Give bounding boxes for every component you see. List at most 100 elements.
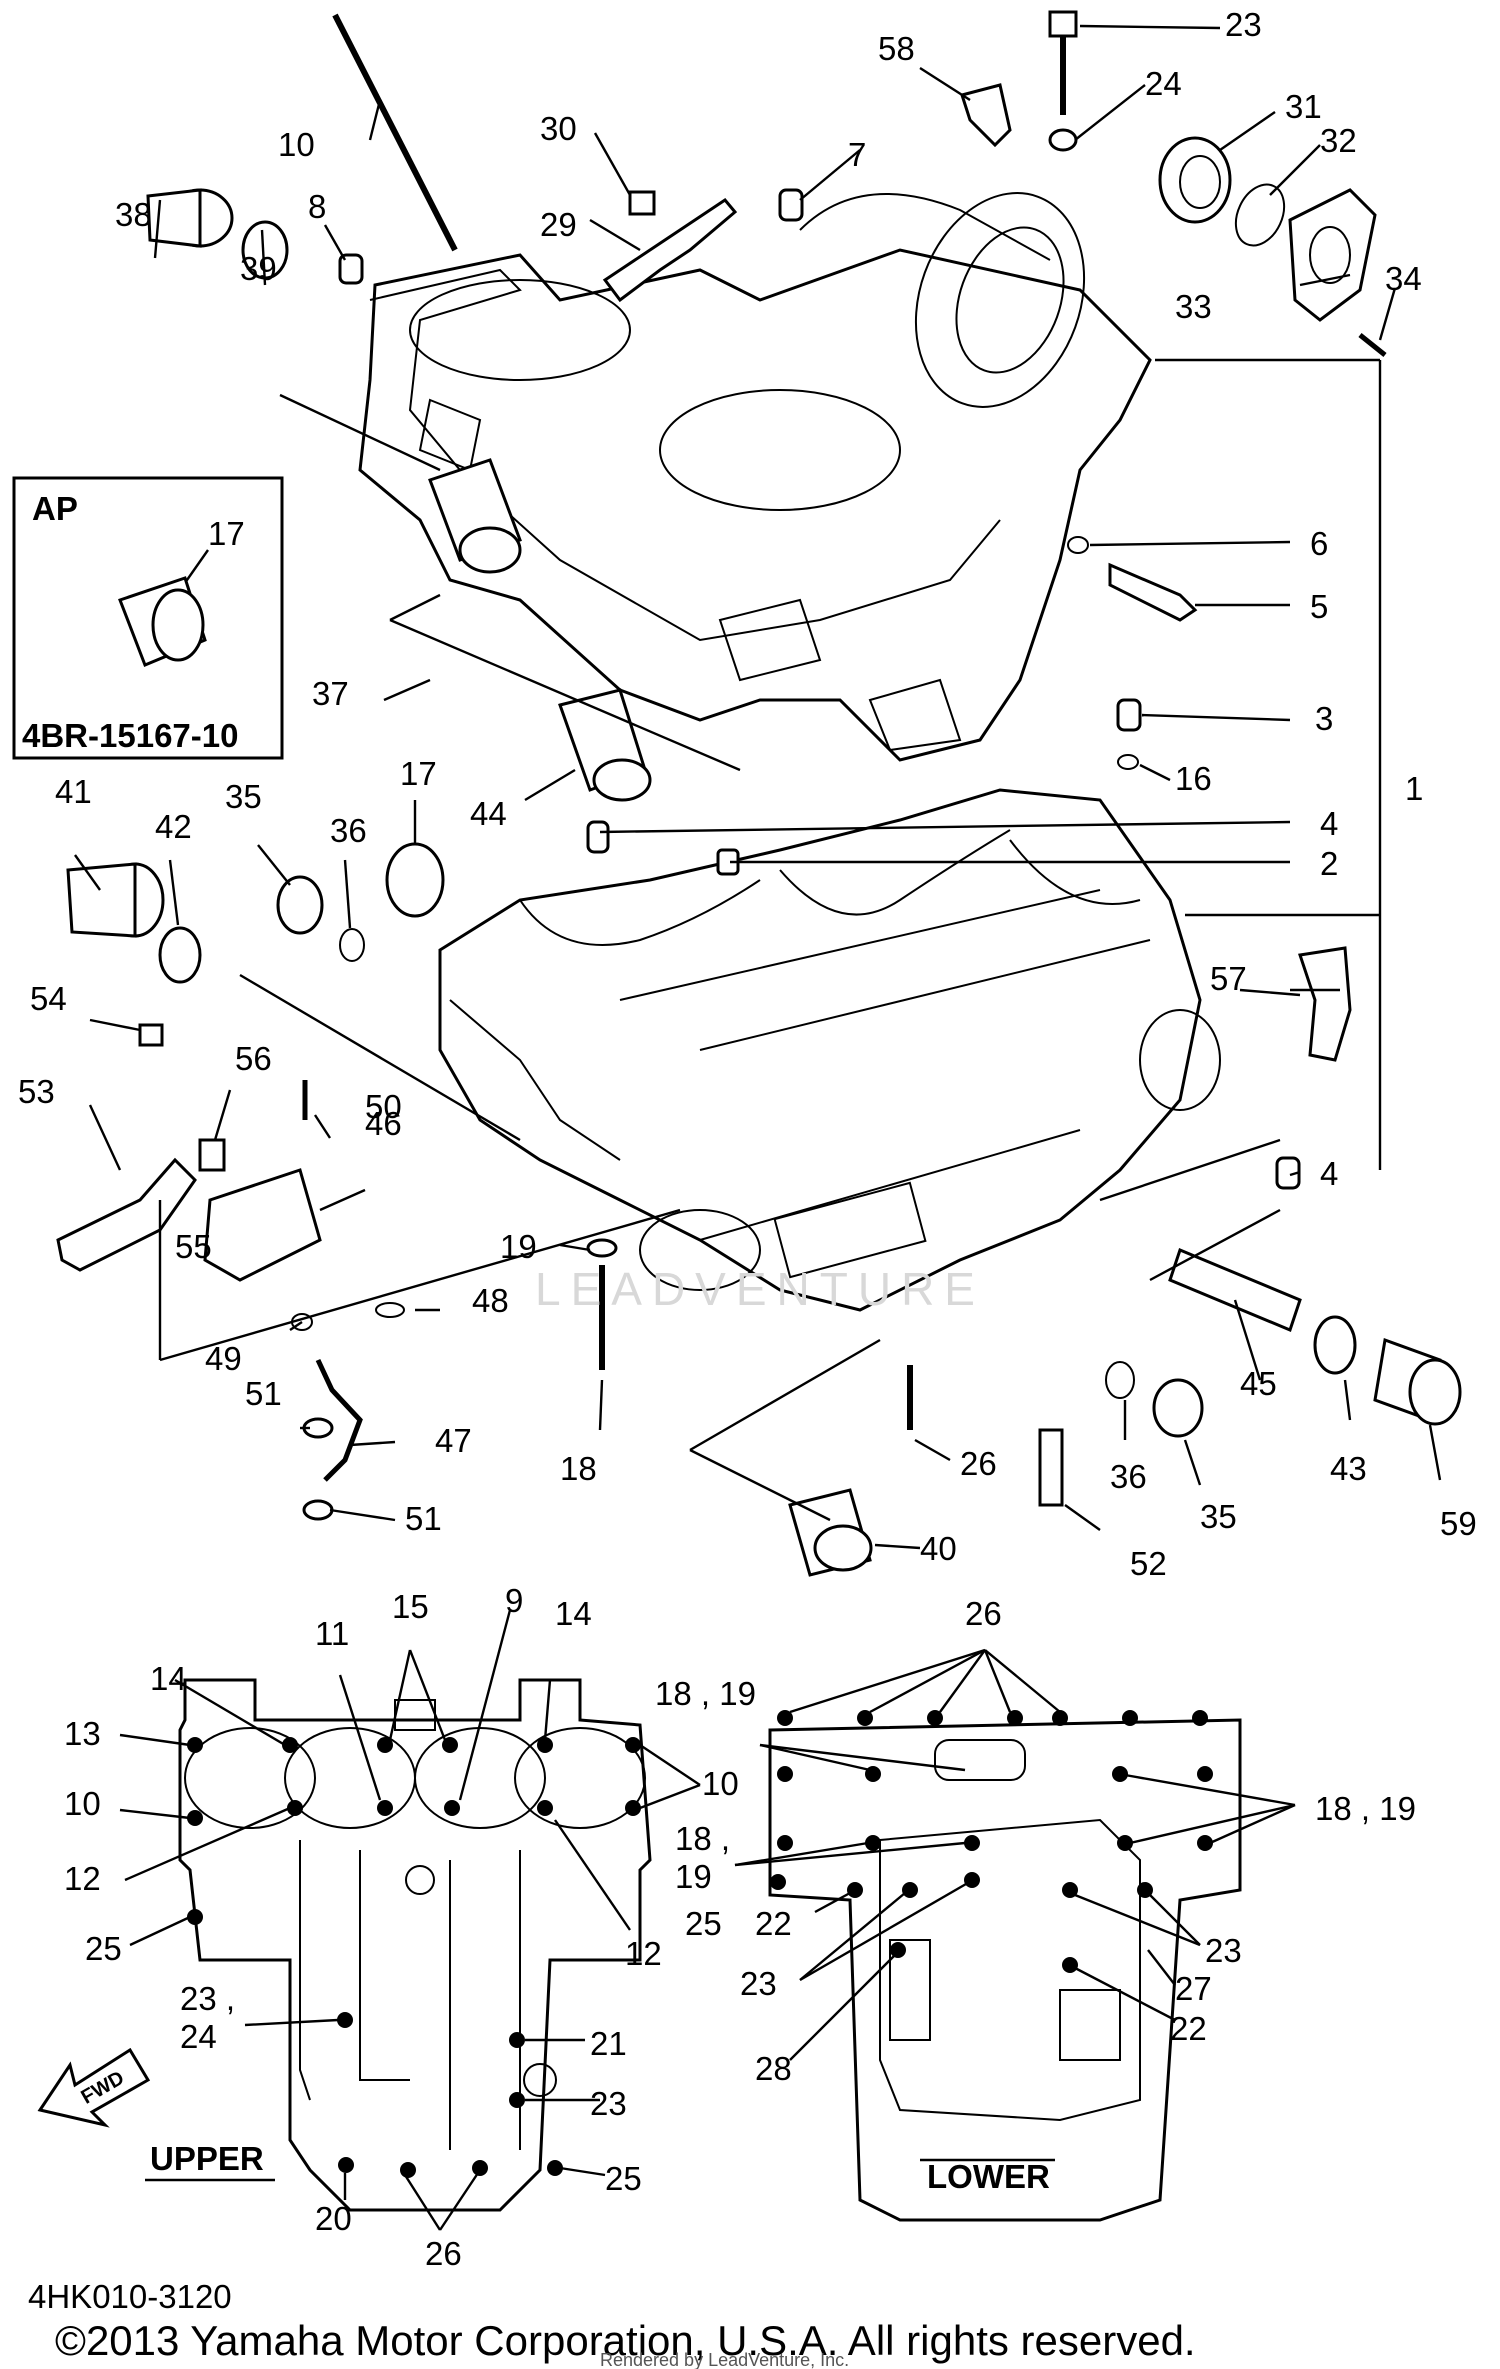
callout-numbers: 1 2 3 4 4 5 6 7 8 9 10 10 10 11 12 12 13… — [18, 6, 1477, 2272]
callout-22a: 22 — [755, 1905, 792, 1942]
callout-16: 16 — [1175, 760, 1212, 797]
callout-31: 31 — [1285, 88, 1322, 125]
callout-12b: 12 — [625, 1935, 662, 1972]
callout-10a: 10 — [278, 126, 315, 163]
callout-17: 17 — [400, 755, 437, 792]
rendered-by: Rendered by LeadVenture, Inc. — [600, 2350, 849, 2369]
callout-34: 34 — [1385, 260, 1422, 297]
lower-crankcase — [438, 788, 1221, 1312]
callout-56: 56 — [235, 1040, 272, 1077]
callout-43: 43 — [1330, 1450, 1367, 1487]
callout-26a: 26 — [960, 1445, 997, 1482]
callout-57: 57 — [1210, 960, 1247, 997]
upper-case-top-view: FWD UPPER — [37, 1609, 701, 2231]
ap-callout: 17 — [208, 515, 245, 552]
callout-23c: 23 — [1205, 1932, 1242, 1969]
callout-3: 3 — [1315, 700, 1333, 737]
parts — [56, 10, 1462, 1577]
leader-lines — [74, 24, 1442, 1550]
callout-36b: 36 — [1110, 1458, 1147, 1495]
callout-39: 39 — [240, 250, 277, 287]
ap-part-number: 4BR-15167-10 — [22, 717, 238, 754]
callout-50: 50 — [365, 1088, 402, 1125]
ap-title: AP — [32, 490, 78, 527]
callout-38: 38 — [115, 196, 152, 233]
callout-47: 47 — [435, 1422, 472, 1459]
callout-5: 5 — [1310, 588, 1328, 625]
ap-box: AP 17 4BR-15167-10 — [12, 476, 284, 760]
callout-21: 21 — [590, 2025, 627, 2062]
callout-52: 52 — [1130, 1545, 1167, 1582]
callout-6: 6 — [1310, 525, 1328, 562]
callout-29: 29 — [540, 206, 577, 243]
callout-25c: 25 — [605, 2160, 642, 2197]
upper-label: UPPER — [150, 2140, 264, 2177]
callout-26b: 26 — [965, 1595, 1002, 1632]
callout-10b: 10 — [64, 1785, 101, 1822]
callout-53: 53 — [18, 1073, 55, 1110]
callout-14a: 14 — [150, 1660, 187, 1697]
callout-18c: 18 , 19 — [1315, 1790, 1416, 1827]
callout-48: 48 — [472, 1282, 509, 1319]
callout-58: 58 — [878, 30, 915, 67]
callout-10c: 10 — [702, 1765, 739, 1802]
callout-22b: 22 — [1170, 2010, 1207, 2047]
callout-30: 30 — [540, 110, 577, 147]
callout-2: 2 — [1320, 845, 1338, 882]
callout-36a: 36 — [330, 812, 367, 849]
callout-42: 42 — [155, 808, 192, 845]
callout-23a: 23 — [1225, 6, 1262, 43]
upper-crankcase — [358, 192, 1152, 762]
callout-23d: 23 — [590, 2085, 627, 2122]
callout-18b: 18 , 19 — [655, 1675, 756, 1712]
callout-45: 45 — [1240, 1365, 1277, 1402]
callout-25b: 25 — [685, 1905, 722, 1942]
callout-46: 46 — [365, 1105, 402, 1142]
callout-35a: 35 — [225, 778, 262, 815]
callout-19a: 19 — [500, 1228, 537, 1265]
callout-35b: 35 — [1200, 1498, 1237, 1535]
callout-24a: 24 — [1145, 65, 1182, 102]
callout-7: 7 — [848, 136, 866, 173]
callout-27: 27 — [1175, 1970, 1212, 2007]
callout-37: 37 — [312, 675, 349, 712]
lower-case-top-view: LOWER — [734, 1648, 1296, 2222]
callout-15: 15 — [392, 1588, 429, 1625]
callout-28: 28 — [755, 2050, 792, 2087]
callout-24b: 24 — [180, 2018, 217, 2055]
callout-54: 54 — [30, 980, 67, 1017]
callout-4a: 4 — [1320, 805, 1338, 842]
callout-23e: 23 , — [180, 1980, 235, 2017]
copyright: ©2013 Yamaha Motor Corporation, U.S.A. A… — [55, 2317, 1196, 2364]
callout-33: 33 — [1175, 288, 1212, 325]
callout-1: 1 — [1405, 770, 1423, 807]
callout-13: 13 — [64, 1715, 101, 1752]
callout-51b: 51 — [405, 1500, 442, 1537]
callout-40: 40 — [920, 1530, 957, 1567]
callout-18a: 18 — [560, 1450, 597, 1487]
callout-44: 44 — [470, 795, 507, 832]
callout-8: 8 — [308, 188, 326, 225]
fwd-arrow-icon: FWD — [37, 2047, 151, 2128]
callout-20: 20 — [315, 2200, 352, 2237]
callout-51a: 51 — [245, 1375, 282, 1412]
lower-bolt-dots — [770, 1710, 1213, 1973]
callout-18d: 18 , — [675, 1820, 730, 1857]
callout-11: 11 — [315, 1615, 349, 1652]
lower-label: LOWER — [927, 2158, 1050, 2195]
watermark: LEADVENTURE — [535, 1263, 985, 1315]
callout-9: 9 — [505, 1582, 523, 1619]
upper-bolt-dots — [187, 1737, 641, 2178]
callout-19b: 19 — [675, 1858, 712, 1895]
callout-25a: 25 — [85, 1930, 122, 1967]
diagram-code: 4HK010-3120 — [28, 2278, 232, 2315]
callout-14b: 14 — [555, 1595, 592, 1632]
callout-12a: 12 — [64, 1860, 101, 1897]
callout-55: 55 — [175, 1228, 212, 1265]
callout-26c: 26 — [425, 2235, 462, 2272]
callout-23b: 23 — [740, 1965, 777, 2002]
callout-32: 32 — [1320, 122, 1357, 159]
callout-4b: 4 — [1320, 1155, 1338, 1192]
callout-49: 49 — [205, 1340, 242, 1377]
